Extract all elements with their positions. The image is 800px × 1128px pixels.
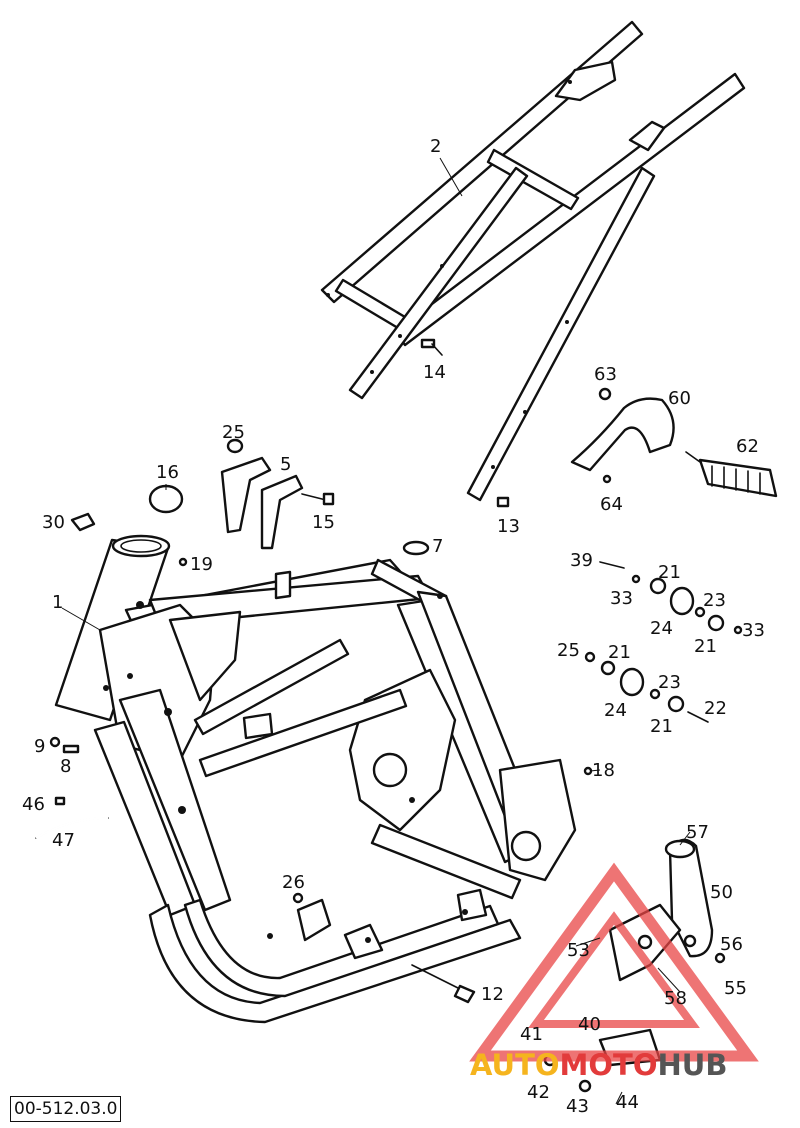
label-8: 8 <box>60 756 71 777</box>
label-30: 30 <box>42 512 65 533</box>
label-39: 39 <box>570 550 593 571</box>
label-33b: 33 <box>742 620 765 641</box>
watermark-hub: HUB <box>658 1048 728 1082</box>
label-57: 57 <box>686 822 709 843</box>
label-14: 14 <box>423 362 446 383</box>
label-63: 63 <box>594 364 617 385</box>
label-46: 46 <box>22 794 45 815</box>
label-55: 55 <box>724 978 747 999</box>
label-25a: 25 <box>222 422 245 443</box>
label-25b: 25 <box>557 640 580 661</box>
label-43: 43 <box>566 1096 589 1117</box>
label-21c: 21 <box>608 642 631 663</box>
label-21a: 21 <box>658 562 681 583</box>
watermark-logo: AUTOMOTOHUB <box>469 862 759 1082</box>
rear-subframe <box>320 20 746 502</box>
main-frame <box>54 534 577 1024</box>
label-22: 22 <box>704 698 727 719</box>
label-13: 13 <box>497 516 520 537</box>
label-15: 15 <box>312 512 335 533</box>
label-33a: 33 <box>610 588 633 609</box>
label-60: 60 <box>668 388 691 409</box>
svg-text:AUTOMOTOHUB: AUTOMOTOHUB <box>470 1048 727 1082</box>
label-7: 7 <box>432 536 443 557</box>
label-5: 5 <box>280 454 291 475</box>
label-21d: 21 <box>650 716 673 737</box>
label-21b: 21 <box>694 636 717 657</box>
label-9: 9 <box>34 736 45 757</box>
label-58: 58 <box>664 988 687 1009</box>
watermark-auto: AUTO <box>470 1048 560 1082</box>
label-23b: 23 <box>658 672 681 693</box>
label-47: 47 <box>52 830 75 851</box>
label-16: 16 <box>156 462 179 483</box>
label-19: 19 <box>190 554 213 575</box>
part-labels: 1 2 5 7 8 9 12 13 14 15 16 18 19 21 21 2… <box>22 136 765 1117</box>
small-parts <box>35 338 778 1093</box>
label-1: 1 <box>52 592 63 613</box>
label-64: 64 <box>600 494 623 515</box>
label-41: 41 <box>520 1024 543 1045</box>
label-24a: 24 <box>650 618 673 639</box>
label-50: 50 <box>710 882 733 903</box>
leader-lines <box>61 157 691 1105</box>
label-23a: 23 <box>703 590 726 611</box>
label-24b: 24 <box>604 700 627 721</box>
label-18: 18 <box>592 760 615 781</box>
label-2: 2 <box>430 136 441 157</box>
label-40: 40 <box>578 1014 601 1035</box>
label-12: 12 <box>481 984 504 1005</box>
diagram-reference-number: 00-512.03.0 <box>10 1096 122 1122</box>
label-44: 44 <box>616 1092 639 1113</box>
label-42: 42 <box>527 1082 550 1103</box>
label-53: 53 <box>567 940 590 961</box>
label-56: 56 <box>720 934 743 955</box>
watermark-moto: MOTO <box>560 1048 658 1082</box>
label-26: 26 <box>282 872 305 893</box>
label-62: 62 <box>736 436 759 457</box>
